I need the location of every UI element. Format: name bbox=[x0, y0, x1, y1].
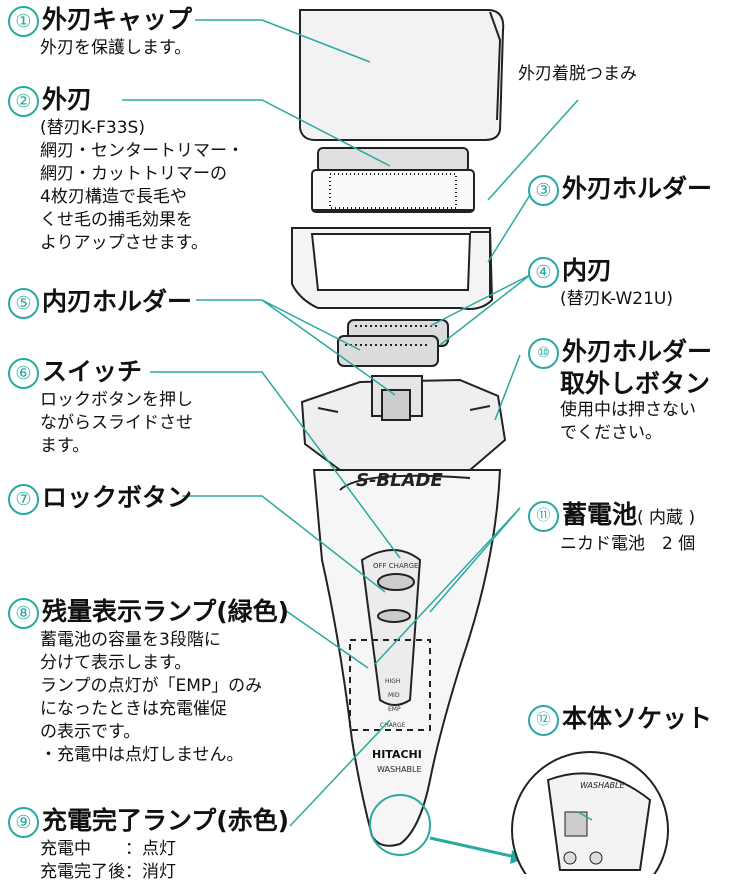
title-inner-blade: 内刃 bbox=[562, 256, 613, 285]
inner-blades bbox=[337, 319, 449, 367]
shaver-body bbox=[312, 469, 502, 847]
badge-5: ⑤ bbox=[8, 287, 39, 319]
desc-line: ます。 bbox=[40, 435, 90, 456]
title-battery-suffix: ( 内蔵 ) bbox=[637, 508, 696, 528]
title-outer-blade-cap: 外刃キャップ bbox=[42, 5, 193, 34]
maker-text: HITACHI bbox=[372, 748, 422, 761]
badge-2: ② bbox=[8, 85, 39, 117]
label-knob: 外刃着脱つまみ bbox=[518, 63, 637, 86]
title-battery: 蓄電池 bbox=[562, 500, 638, 529]
title-socket: 本体ソケット bbox=[562, 704, 713, 733]
title-switch: スイッチ bbox=[42, 357, 143, 386]
outer-blade-cap bbox=[299, 9, 505, 141]
desc-line: になったときは充電催促 bbox=[40, 698, 227, 719]
washable-text: WASHABLE bbox=[377, 765, 422, 774]
badge-12: ⑫ bbox=[528, 704, 559, 736]
inset-washable-text: WASHABLE bbox=[580, 781, 625, 790]
title-charge-complete-lamp: 充電完了ランプ(赤色) bbox=[42, 806, 290, 835]
outer-blade bbox=[311, 147, 475, 213]
badge-7: ⑦ bbox=[8, 483, 39, 515]
desc-line: よりアップさせます。 bbox=[40, 232, 208, 253]
desc-line: 網刃・カットトリマーの bbox=[40, 163, 227, 184]
socket-highlight bbox=[369, 794, 431, 856]
desc-line: 外刃を保護します。 bbox=[40, 37, 192, 58]
leader-lines bbox=[122, 19, 593, 827]
desc-line: 蓄電池の容量を3段階に bbox=[40, 629, 221, 650]
title-outer-blade: 外刃 bbox=[42, 85, 93, 114]
lamp-charge-text: CHARGE bbox=[380, 722, 406, 729]
badge-11: ⑪ bbox=[528, 500, 559, 532]
desc-line: 網刃・センタートリマー・ bbox=[40, 140, 244, 161]
badge-8: ⑧ bbox=[8, 597, 39, 629]
title-holder-release-1: 外刃ホルダー bbox=[562, 337, 713, 366]
desc-line: 4枚刃構造で長毛や bbox=[40, 186, 187, 207]
knob-label: 外刃着脱つまみ bbox=[518, 64, 637, 84]
badge-10: ⑩ bbox=[528, 337, 559, 369]
off-charge-text: OFF CHARGE bbox=[373, 562, 418, 570]
badge-6: ⑥ bbox=[8, 357, 39, 389]
desc-line: ロックボタンを押し bbox=[40, 389, 193, 410]
desc-line: でください。 bbox=[560, 422, 662, 443]
socket-inset bbox=[511, 751, 669, 874]
desc-line: 充電中 ：点灯 bbox=[40, 838, 176, 859]
desc-line: ニカド電池 2 個 bbox=[560, 534, 696, 554]
head-unit bbox=[300, 375, 507, 471]
desc-line: 充電完了後：消灯 bbox=[40, 861, 176, 882]
desc-line: 使用中は押さない bbox=[560, 399, 696, 420]
lamp-high-text: HIGH bbox=[385, 678, 400, 685]
badge-3: ③ bbox=[528, 174, 559, 206]
title-lock-button: ロックボタン bbox=[42, 483, 193, 512]
badge-1: ① bbox=[8, 5, 39, 37]
desc-line: ランプの点灯が「EMP」のみ bbox=[40, 675, 263, 696]
desc-line: くせ毛の捕毛効果を bbox=[40, 209, 193, 230]
outer-blade-holder bbox=[291, 227, 494, 310]
title-holder-release-2: 取外しボタン bbox=[560, 368, 711, 398]
desc-line: ・充電中は点灯しません。 bbox=[40, 744, 244, 765]
badge-4: ④ bbox=[528, 256, 559, 288]
title-outer-blade-holder: 外刃ホルダー bbox=[562, 174, 713, 203]
lamp-mid-text: MID bbox=[388, 692, 400, 699]
desc-line: (替刃K-W21U) bbox=[560, 288, 673, 309]
desc-line: (替刃K-F33S) bbox=[40, 117, 145, 138]
badge-9: ⑨ bbox=[8, 806, 39, 838]
desc-line: の表示です。 bbox=[40, 721, 141, 742]
title-inner-blade-holder: 内刃ホルダー bbox=[42, 287, 193, 316]
desc-line: ながらスライドさせ bbox=[40, 412, 193, 433]
desc-line: 分けて表示します。 bbox=[40, 652, 192, 673]
brand-text: S-BLADE bbox=[356, 470, 443, 491]
title-remaining-lamp: 残量表示ランプ(緑色) bbox=[42, 597, 290, 626]
lamp-emp-text: EMP bbox=[388, 706, 401, 713]
